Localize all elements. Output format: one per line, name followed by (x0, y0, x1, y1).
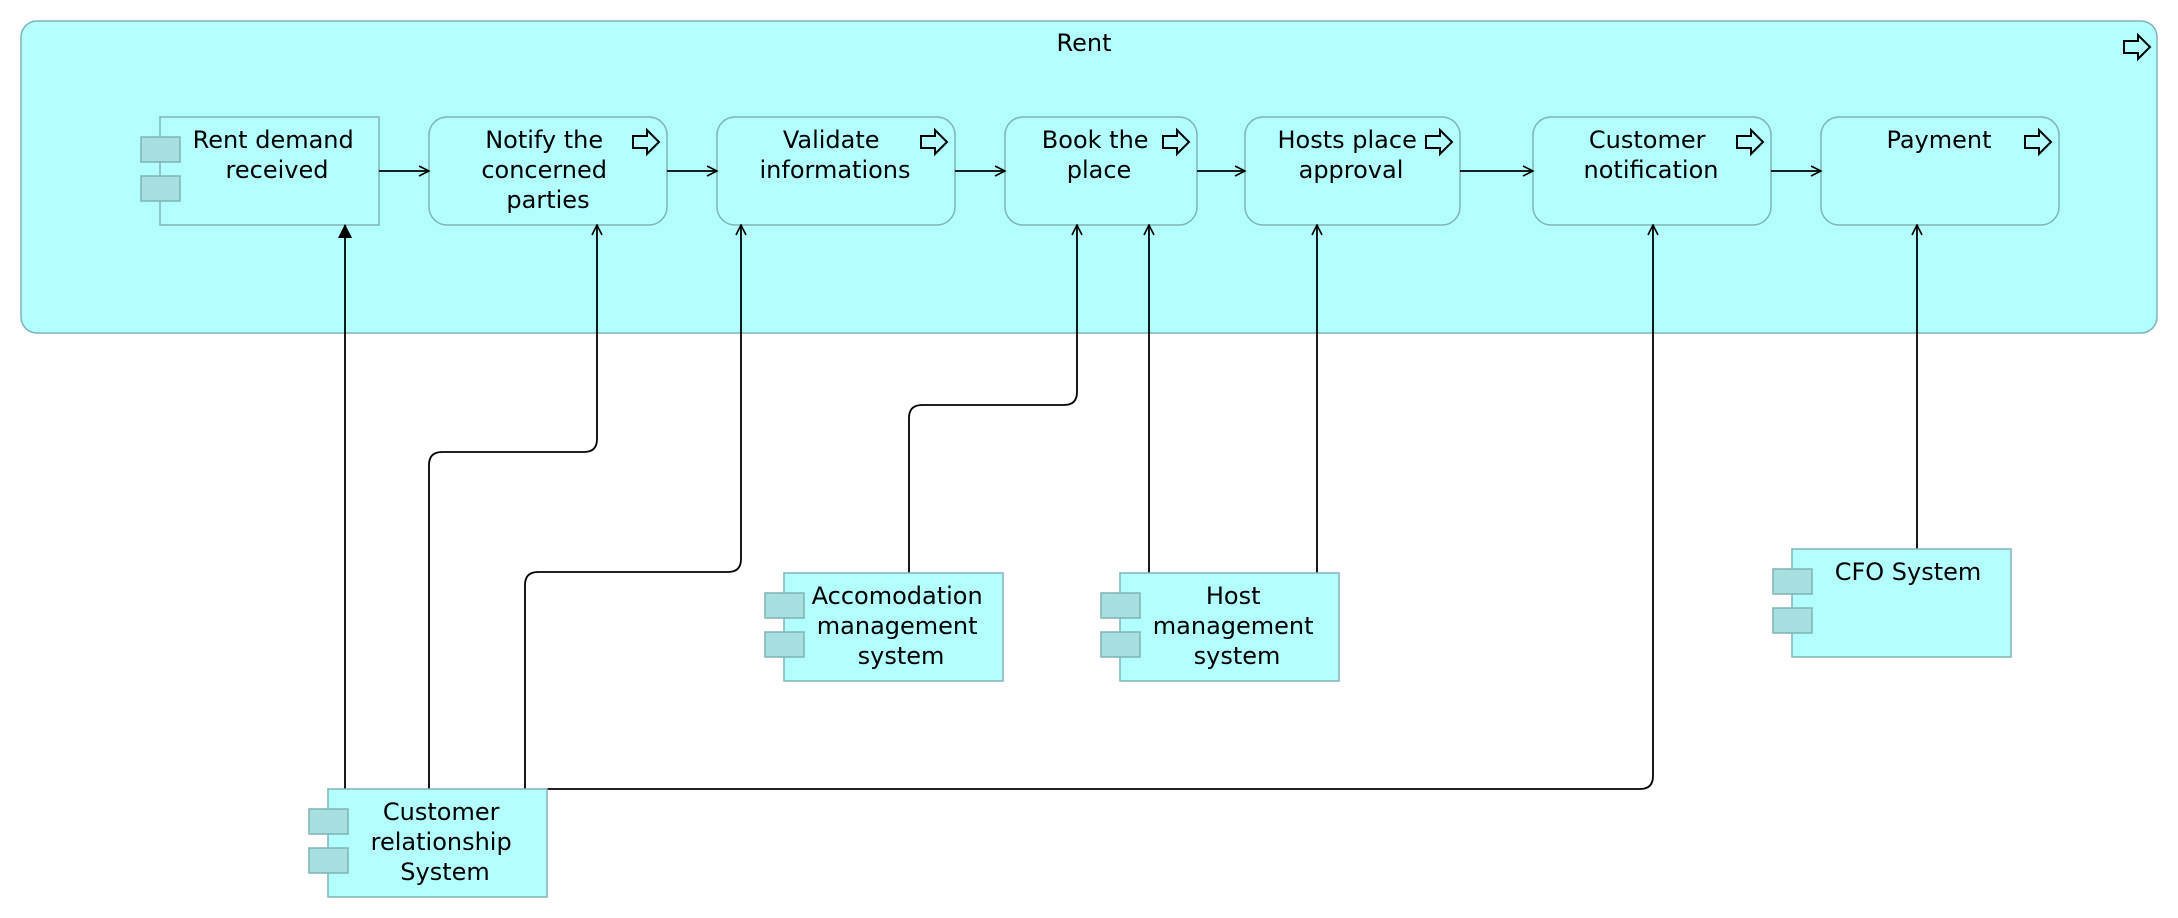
process-hosts-place-approval[interactable]: Hosts place approval (1244, 116, 1461, 226)
system-label: Customer (383, 798, 500, 826)
process-rent-demand-received[interactable]: Rent demand received (140, 116, 380, 226)
connection-crm-to-notify[interactable] (428, 225, 597, 789)
process-validate-informations[interactable]: Validate informations (716, 116, 956, 226)
component-icon (308, 847, 349, 874)
process-payment[interactable]: Payment (1820, 116, 2060, 226)
process-label: Customer (1589, 126, 1706, 154)
process-arrow-icon (1162, 127, 1191, 157)
process-label: notification (1584, 156, 1719, 184)
system-label: relationship (371, 828, 512, 856)
system-accommodation-management[interactable]: Accomodation management system (764, 572, 1004, 682)
connection-accommodation-to-book[interactable] (908, 225, 1077, 573)
process-label: Book the (1042, 126, 1149, 154)
process-label: informations (759, 156, 910, 184)
system-cfo[interactable]: CFO System (1772, 548, 2012, 658)
system-label: management (817, 612, 978, 640)
rent-title: Rent (1057, 29, 1112, 57)
svg-text:CFO System: CFO System (1835, 558, 1982, 586)
component-icon (308, 808, 349, 835)
process-arrow-icon (2123, 32, 2152, 62)
system-label: Accomodation (812, 582, 983, 610)
process-label: place (1067, 156, 1132, 184)
svg-text:Hosts place approval: Hosts place approval (1278, 126, 1425, 184)
process-arrow-icon (2024, 127, 2053, 157)
svg-text:Customer notification: Customer notification (1584, 126, 1719, 184)
system-customer-relationship[interactable]: Customer relationship System (308, 788, 548, 898)
svg-text:Accomodation management: Accomodation management system (812, 582, 991, 670)
process-label: Hosts place (1278, 126, 1417, 154)
system-label: CFO System (1835, 558, 1982, 586)
svg-text:Validate informations: Validate informations (759, 126, 910, 184)
svg-text:Notify the concerned: Notify the concerned parties (481, 126, 614, 214)
process-book-the-place[interactable]: Book the place (1004, 116, 1198, 226)
serving-connections (338, 224, 1917, 790)
process-label: Payment (1886, 126, 1991, 154)
connection-crm-to-customer-notification[interactable] (547, 225, 1653, 790)
process-label: Validate (783, 126, 880, 154)
system-label: system (858, 642, 945, 670)
component-icon (140, 175, 181, 202)
process-label: received (226, 156, 329, 184)
system-label: System (400, 858, 490, 886)
process-arrow-icon (1736, 127, 1765, 157)
component-icon (764, 631, 805, 658)
process-label: concerned (481, 156, 607, 184)
system-label: system (1194, 642, 1281, 670)
connection-crm-to-validate[interactable] (524, 225, 741, 789)
process-notify-concerned-parties[interactable]: Notify the concerned parties (428, 116, 668, 226)
component-icon (1772, 607, 1813, 634)
system-host-management[interactable]: Host management system (1100, 572, 1340, 682)
process-arrow-icon (632, 127, 661, 157)
component-icon (1100, 631, 1141, 658)
system-label: Host (1206, 582, 1261, 610)
process-customer-notification[interactable]: Customer notification (1532, 116, 1772, 226)
svg-text:Book the place: Book the place (1042, 126, 1156, 184)
component-icon (1772, 568, 1813, 595)
process-label: approval (1299, 156, 1404, 184)
component-icon (1100, 592, 1141, 619)
system-label: management (1153, 612, 1314, 640)
process-arrow-icon (920, 127, 949, 157)
component-icon (140, 136, 181, 163)
process-label: Rent demand (193, 126, 354, 154)
process-arrow-icon (1425, 127, 1454, 157)
process-label: parties (506, 186, 589, 214)
svg-text:Payment: Payment (1886, 126, 1991, 154)
svg-text:Customer relationship: Customer relationship System (371, 798, 520, 886)
process-label: Notify the (485, 126, 603, 154)
component-icon (764, 592, 805, 619)
svg-text:Host management sy: Host management system (1153, 582, 1321, 670)
svg-text:Rent demand received: Rent demand received (193, 126, 362, 184)
